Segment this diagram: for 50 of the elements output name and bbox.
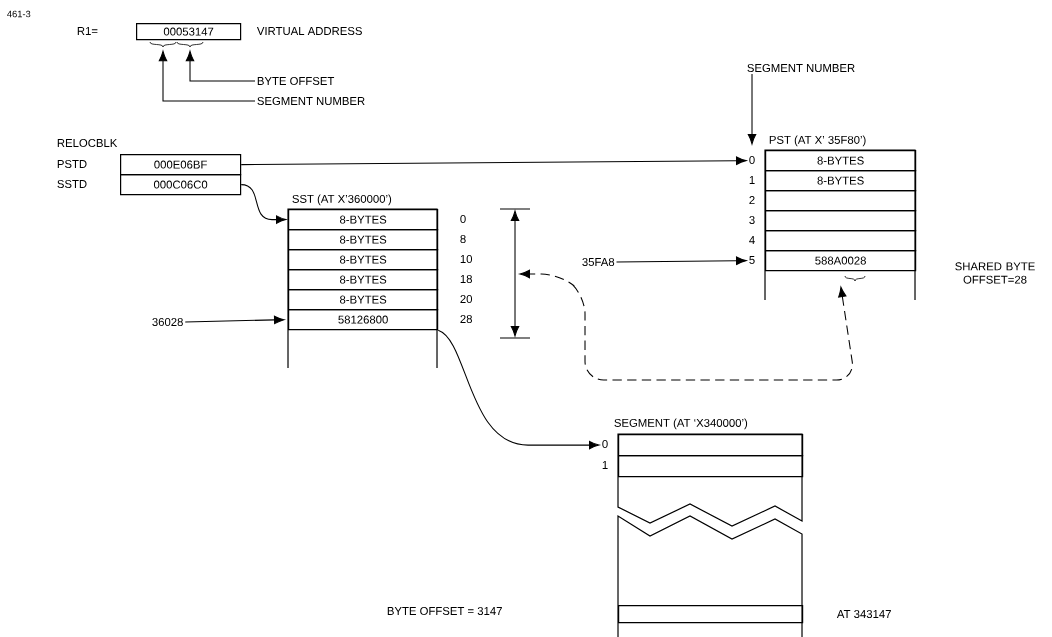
- row-number: 0: [602, 440, 608, 448]
- table-row: 8-BYTES: [765, 150, 917, 172]
- register-label: PSTD: [57, 160, 87, 168]
- register-box: 00053147: [136, 23, 242, 41]
- note-text: SHARED BYTE OFFSET=28: [955, 262, 1035, 284]
- row-number: 2: [749, 196, 755, 204]
- row-number: 10: [460, 255, 473, 263]
- callout-text: SEGMENT NUMBER: [257, 97, 365, 105]
- table-title: RELOCBLK: [57, 139, 118, 147]
- row-number: 0: [460, 215, 466, 223]
- register-box: 000E06BF: [120, 154, 242, 176]
- row-number: 1: [602, 461, 608, 469]
- note-text: BYTE OFFSET = 3147: [387, 607, 502, 615]
- register-box: 000C06C0: [120, 174, 242, 196]
- caption-text: VIRTUAL ADDRESS: [256, 27, 362, 35]
- memory-table: SEGMENT (AT ‘X340000’): [614, 418, 803, 637]
- callout-text: BYTE OFFSET: [257, 77, 335, 85]
- row-number: 5: [749, 256, 755, 264]
- arrow: [240, 156, 747, 166]
- arrow: [519, 269, 853, 381]
- table-row: 58126800: [288, 309, 439, 331]
- table-row: 8-BYTES: [288, 249, 439, 271]
- address-text: AT 343147: [836, 610, 891, 618]
- callout-text: SEGMENT NUMBER: [747, 64, 855, 72]
- table-row: 588A0028: [765, 250, 917, 272]
- row-number: 28: [460, 315, 472, 323]
- row-number: 0: [749, 156, 755, 164]
- row-number: 3: [749, 216, 755, 224]
- arrow: [615, 256, 747, 265]
- register-label: R1=: [77, 27, 98, 35]
- row-number: 20: [460, 295, 473, 303]
- table-row: 8-BYTES: [288, 229, 439, 251]
- arrow: [747, 73, 757, 145]
- arrow: [185, 50, 256, 82]
- figure-number: 461-3: [7, 10, 31, 18]
- table-row: 8-BYTES: [288, 289, 439, 311]
- arrow: [437, 329, 600, 450]
- row-number: 18: [460, 275, 472, 283]
- address-text: 35FA8: [582, 258, 615, 266]
- table-row: 8-BYTES: [765, 170, 917, 192]
- register-label: SSTD: [57, 180, 87, 188]
- row-number: 8: [460, 235, 466, 243]
- table-row: 8-BYTES: [288, 269, 439, 291]
- row-number: 1: [749, 176, 755, 184]
- arrow: [184, 315, 285, 325]
- arrow: [158, 50, 256, 102]
- arrow: [240, 184, 287, 224]
- table-row: 8-BYTES: [288, 209, 439, 231]
- row-number: 4: [749, 236, 755, 244]
- address-text: 36028: [152, 318, 183, 326]
